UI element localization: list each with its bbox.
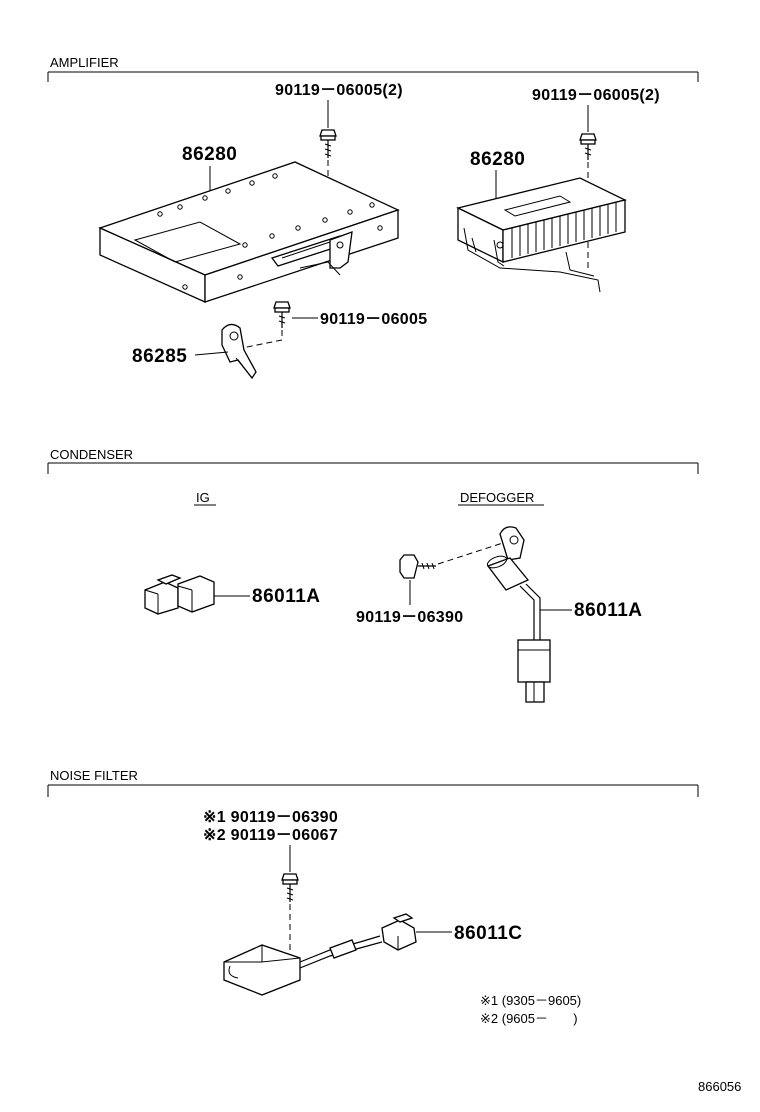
noise-filter-section-frame <box>47 784 699 797</box>
right-amp-label: 86280 <box>470 149 525 170</box>
amplifier-section-frame <box>47 71 699 82</box>
noise-filter-part <box>223 913 417 996</box>
defogger-bolt-label: 90119－06390 <box>356 609 463 626</box>
noise-filter-section-title: NOISE FILTER <box>50 768 138 783</box>
noise-filter-bolt-icon <box>281 873 299 902</box>
bracket-label: 86285 <box>132 346 187 367</box>
left-amp-label: 86280 <box>182 144 237 165</box>
ig-label: IG <box>196 490 210 505</box>
defogger-label: DEFOGGER <box>460 490 534 505</box>
bracket-leader <box>194 351 229 356</box>
right-amp-bolt-label: 90119－06005(2) <box>532 87 660 104</box>
right-amp-bolt-icon <box>579 133 597 160</box>
ig-part-label: 86011A <box>252 586 321 607</box>
defogger-bolt-icon <box>399 554 436 579</box>
left-amp-bolt-label: 90119－06005(2) <box>275 82 403 99</box>
noise-filter-part-label: 86011C <box>454 923 523 944</box>
bracket-bolt-label: 90119－06005 <box>320 311 427 328</box>
defogger-condenser-part <box>486 526 551 703</box>
diagram-id: 866056 <box>698 1079 741 1094</box>
noise-filter-note-2: ※2 (9605－ ) <box>480 1011 578 1026</box>
defogger-bolt-dash <box>437 539 513 565</box>
bracket-86285 <box>221 323 257 380</box>
condenser-section-title: CONDENSER <box>50 447 133 462</box>
noise-filter-bolt-2-label: ※2 90119－06067 <box>203 827 338 844</box>
defogger-part-label: 86011A <box>574 600 643 621</box>
left-amp-bolt-icon <box>319 129 337 158</box>
noise-filter-bolt-1-label: ※1 90119－06390 <box>203 809 338 826</box>
left-amplifier-unit <box>98 161 400 304</box>
amplifier-section-title: AMPLIFIER <box>50 55 119 70</box>
right-amplifier-unit <box>456 177 627 293</box>
noise-filter-note-1: ※1 (9305－9605) <box>480 993 581 1008</box>
ig-condenser-part <box>144 574 215 615</box>
condenser-section-frame <box>47 462 699 474</box>
bracket-bolt-icon <box>273 301 291 328</box>
